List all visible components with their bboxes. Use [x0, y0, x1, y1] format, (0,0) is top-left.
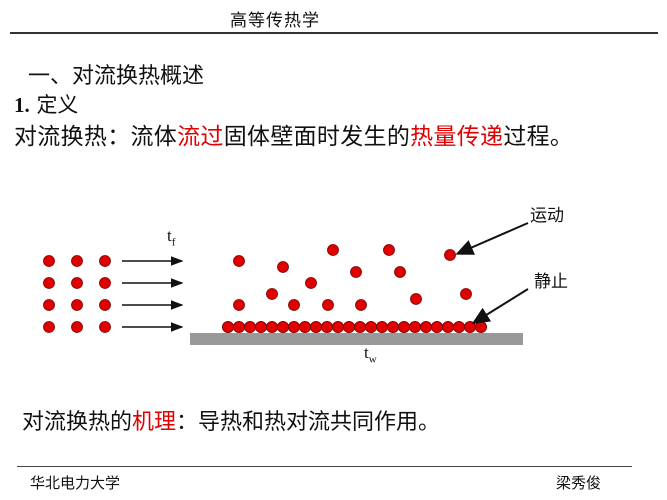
definition-highlight-flow: 流过: [177, 124, 224, 150]
mechanism-seg-2: ：导热和热对流共同作用。: [176, 410, 441, 435]
flow-arrows: [122, 256, 184, 332]
mechanism-seg-0: 对流换热的: [22, 410, 133, 435]
fluid-temperature-label: tf: [167, 226, 176, 249]
header-divider: [10, 32, 658, 34]
solid-wall: [190, 333, 523, 345]
incoming-fluid-particles: [43, 255, 111, 333]
definition-heading: 1. 定义: [14, 89, 78, 119]
wall-temperature-label: tw: [364, 343, 377, 366]
definition-highlight-heat-transfer: 热量传递: [410, 124, 504, 150]
definition-text: 对流换热：流体流过固体壁面时发生的热量传递过程。: [14, 117, 573, 151]
definition-seg-4: 过程。: [503, 124, 574, 150]
header-title: 高等传热学: [230, 11, 320, 31]
definition-seg-0: 对流换热：流体: [14, 124, 178, 150]
moving-label: 运动: [530, 206, 564, 226]
definition-number: 1.: [14, 93, 30, 117]
mechanism-text: 对流换热的机理：导热和热对流共同作用。: [22, 404, 440, 436]
moving-fluid-particles: [233, 244, 472, 311]
footer-author: 梁秀俊: [556, 474, 602, 492]
definition-seg-2: 固体壁面时发生的: [223, 124, 411, 150]
footer-divider: [17, 466, 632, 467]
static-label: 静止: [534, 272, 568, 292]
definition-label: 定义: [36, 93, 79, 117]
mechanism-highlight: 机理: [132, 410, 177, 435]
section-title: 一、对流换热概述: [28, 64, 205, 89]
static-boundary-particles: [221, 320, 487, 333]
label-pointer-arrows: [455, 222, 529, 325]
footer-institution: 华北电力大学: [30, 474, 121, 492]
